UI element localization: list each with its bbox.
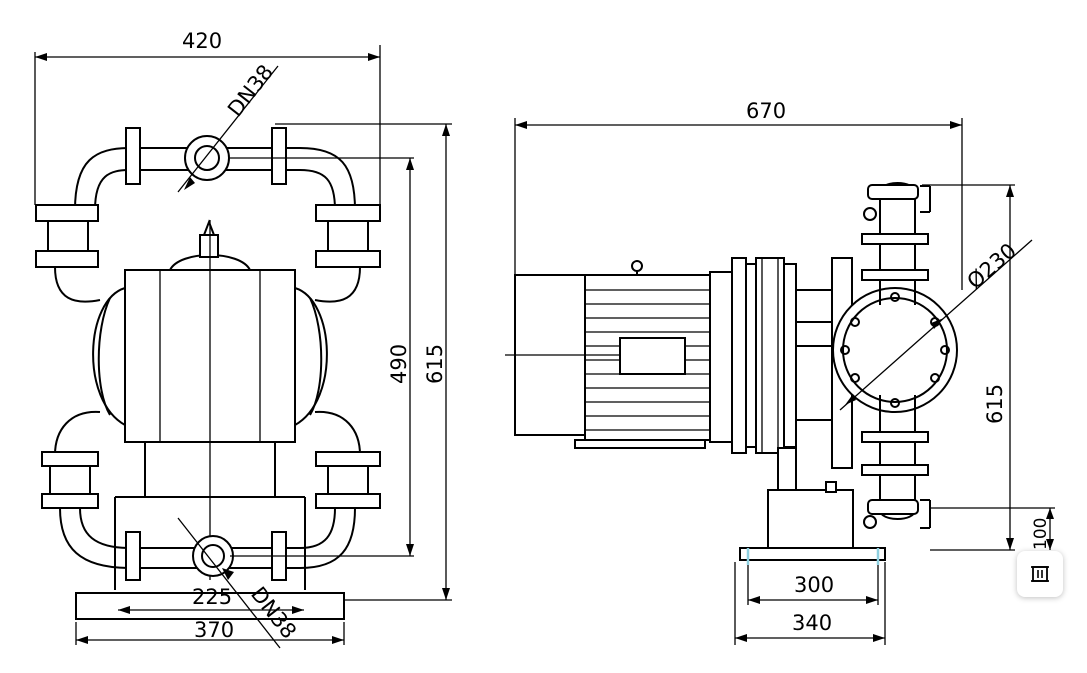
- crop-button[interactable]: [1017, 551, 1063, 597]
- dim-front-height-inner: 490: [387, 344, 411, 384]
- dim-side-height: 615: [983, 384, 1007, 424]
- dim-base-inner: 225: [192, 585, 232, 609]
- motor-fins: [585, 289, 710, 431]
- dim-side-bottom-offset: 100: [1031, 518, 1051, 550]
- side-view-dimensions: [514, 118, 1055, 645]
- front-view-dimensions: [34, 45, 452, 649]
- dim-side-base-inner: 300: [794, 573, 834, 597]
- dim-inlet-size: DN38: [223, 60, 278, 121]
- dim-side-length: 670: [746, 99, 786, 123]
- front-view: [35, 127, 381, 620]
- image-crop-icon: [1031, 566, 1049, 582]
- dim-front-width: 420: [182, 29, 222, 53]
- dim-base-outer: 370: [194, 618, 234, 642]
- dim-side-diameter: Ø230: [963, 239, 1021, 294]
- dim-side-base-outer: 340: [792, 611, 832, 635]
- side-view: [505, 182, 958, 565]
- dim-front-height-total: 615: [423, 344, 447, 384]
